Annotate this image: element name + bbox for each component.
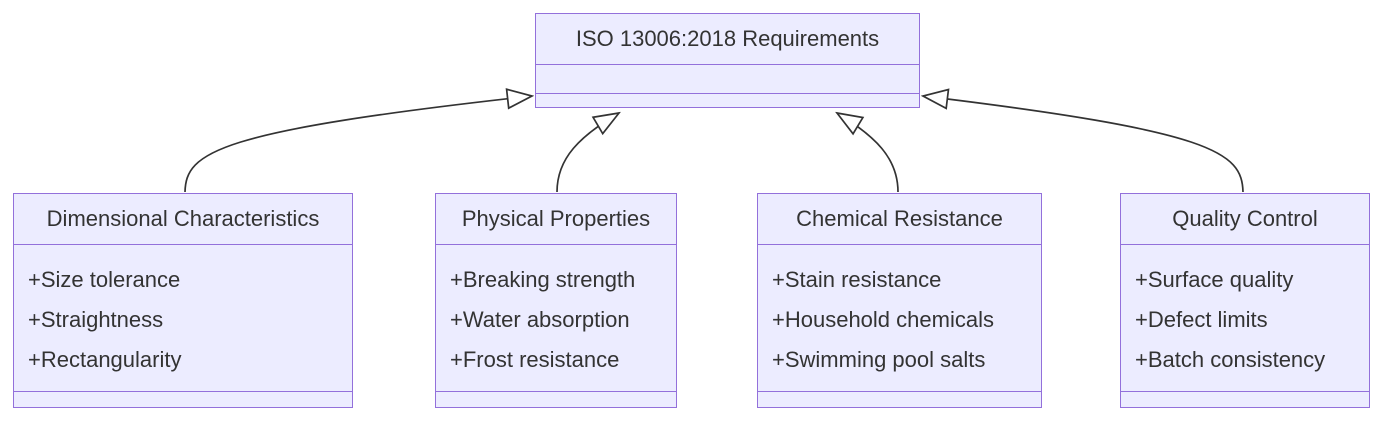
class-title: Dimensional Characteristics xyxy=(14,194,352,245)
class-methods-empty xyxy=(536,93,919,107)
class-attribute: +Batch consistency xyxy=(1135,347,1326,372)
class-node-dimensional-characteristics: Dimensional Characteristics +Size tolera… xyxy=(13,193,353,408)
class-attribute: +Stain resistance xyxy=(772,267,942,292)
class-node-physical-properties: Physical Properties +Breaking strength +… xyxy=(435,193,677,408)
inheritance-edge-dimensional-characteristics xyxy=(184,96,532,193)
class-title: Chemical Resistance xyxy=(758,194,1041,245)
class-methods-empty xyxy=(758,391,1041,407)
class-attributes: +Stain resistance +Household chemicals +… xyxy=(758,245,1041,391)
class-attribute: +Water absorption xyxy=(450,307,630,332)
class-attributes: +Size tolerance +Straightness +Rectangul… xyxy=(14,245,352,391)
class-attribute: +Frost resistance xyxy=(450,347,620,372)
class-attribute: +Swimming pool salts xyxy=(772,347,986,372)
class-attribute: +Surface quality xyxy=(1135,267,1294,292)
class-attribute: +Rectangularity xyxy=(28,347,182,372)
class-attribute: +Household chemicals xyxy=(772,307,994,332)
class-attribute: +Straightness xyxy=(28,307,164,332)
inheritance-edge-chemical-resistance xyxy=(837,113,899,193)
class-methods-empty xyxy=(14,391,352,407)
inheritance-edge-quality-control xyxy=(923,96,1244,193)
class-attribute: +Breaking strength xyxy=(450,267,636,292)
class-attribute: +Size tolerance xyxy=(28,267,181,292)
inheritance-edge-physical-properties xyxy=(556,113,619,193)
class-node-chemical-resistance: Chemical Resistance +Stain resistance +H… xyxy=(757,193,1042,408)
class-title: Physical Properties xyxy=(436,194,676,245)
class-node-iso-13006-requirements: ISO 13006:2018 Requirements xyxy=(535,13,920,108)
class-methods-empty xyxy=(436,391,676,407)
class-title: ISO 13006:2018 Requirements xyxy=(536,14,919,65)
class-attributes: +Surface quality +Defect limits +Batch c… xyxy=(1121,245,1369,391)
class-attributes: +Breaking strength +Water absorption +Fr… xyxy=(436,245,676,391)
class-title: Quality Control xyxy=(1121,194,1369,245)
class-methods-empty xyxy=(1121,391,1369,407)
class-attribute: +Defect limits xyxy=(1135,307,1268,332)
class-node-quality-control: Quality Control +Surface quality +Defect… xyxy=(1120,193,1370,408)
class-attributes-empty xyxy=(536,65,919,93)
